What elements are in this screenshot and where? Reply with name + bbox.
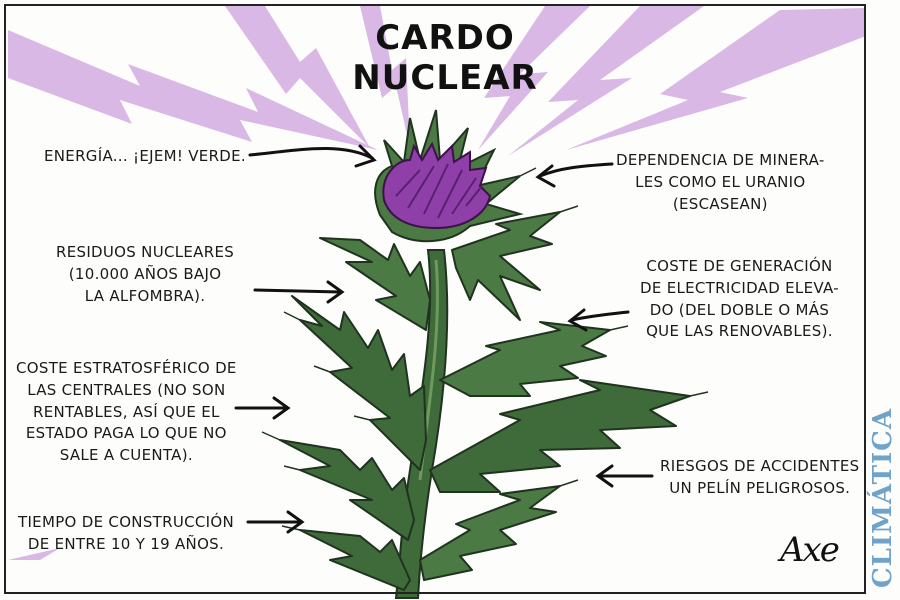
leaf-left-big — [291, 295, 427, 471]
label-line: LAS CENTRALES (NO SON — [27, 380, 226, 399]
label-dependencia: DEPENDENCIA DE MINERA- LES COMO EL URANI… — [616, 150, 825, 215]
arrow-riesgos — [595, 464, 654, 488]
label-line: RESIDUOS NUCLEARES — [56, 243, 235, 261]
label-residuos: RESIDUOS NUCLEARES (10.000 AÑOS BAJO LA … — [56, 242, 234, 307]
label-line: DE ENTRE 10 Y 19 AÑOS. — [27, 534, 225, 553]
label-line: DE ELECTRICIDAD ELEVA- — [640, 278, 839, 297]
ray-left-far — [8, 548, 60, 560]
radiation-rays — [8, 6, 866, 560]
brand-name: CLIMÁTICA — [868, 408, 898, 589]
label-coste-estratosferico: COSTE ESTRATOSFÉRICO DE LAS CENTRALES (N… — [16, 358, 237, 467]
thistle-leaves — [279, 211, 691, 591]
leaf-right-mid — [439, 321, 611, 397]
arrow-dependencia — [535, 162, 614, 188]
label-line: DEPENDENCIA DE MINERA- — [616, 151, 825, 169]
label-line: (10.000 AÑOS BAJO — [68, 264, 222, 283]
leaf-bottom-left — [279, 439, 415, 541]
label-coste-generacion: COSTE DE GENERACIÓN DE ELECTRICIDAD ELEV… — [640, 256, 839, 343]
arrow-coste-estrat — [234, 396, 291, 420]
label-line: ESTADO PAGA LO QUE NO — [25, 424, 227, 443]
label-line: QUE LAS RENOVABLES). — [646, 322, 833, 341]
ray-center — [360, 6, 410, 148]
leaf-bottom-right — [419, 485, 561, 581]
label-line: LA ALFOMBRA). — [84, 286, 206, 305]
label-line: (ESCASEAN) — [672, 194, 768, 213]
label-line: LES COMO EL URANIO — [635, 172, 806, 191]
spine-group-left — [261, 311, 371, 531]
arrow-coste-gen — [567, 308, 630, 332]
leaf-left-mid — [319, 237, 431, 331]
spine-group-right — [519, 167, 709, 487]
label-tiempo: TIEMPO DE CONSTRUCCIÓN DE ENTRE 10 Y 19 … — [18, 512, 234, 556]
label-energia: ENERGÍA... ¡EJEM! VERDE. — [44, 146, 246, 168]
label-line: UN PELÍN PELIGROSOS. — [669, 478, 851, 497]
label-line: SALE A CUENTA). — [59, 446, 193, 464]
thistle-flower — [374, 109, 524, 243]
leaf-spines — [261, 167, 709, 531]
label-line: RENTABLES, ASÍ QUE EL — [33, 402, 220, 421]
arrow-energia — [248, 144, 377, 168]
ray-left-top — [8, 30, 378, 150]
leaf-bottom-far — [299, 529, 411, 591]
leaf-right-upper — [451, 211, 561, 321]
ray-right-mid — [508, 6, 704, 156]
ray-right-long — [566, 8, 866, 150]
leaf-right-lower — [429, 379, 691, 493]
cartoon-title: CARDO NUCLEAR — [352, 18, 538, 98]
arrows — [234, 144, 654, 534]
artist-signature: Axe — [780, 530, 840, 570]
arrow-residuos — [253, 280, 345, 304]
label-line: COSTE ESTRATOSFÉRICO DE — [16, 359, 237, 377]
label-line: RIESGOS DE ACCIDENTES — [660, 457, 860, 475]
label-line: COSTE DE GENERACIÓN — [646, 257, 833, 275]
flower-texture — [395, 163, 483, 219]
label-line: TIEMPO DE CONSTRUCCIÓN — [18, 513, 235, 531]
label-line: DO (DEL DOBLE O MÁS — [649, 300, 830, 319]
ray-left-mid — [225, 6, 370, 148]
brand-logo: CLIMÁTICA — [868, 408, 898, 588]
label-riesgos: RIESGOS DE ACCIDENTES UN PELÍN PELIGROSO… — [660, 456, 859, 500]
ray-right-top — [478, 6, 590, 150]
arrow-tiempo — [246, 510, 305, 534]
label-line: ENERGÍA... ¡EJEM! VERDE. — [44, 147, 246, 165]
